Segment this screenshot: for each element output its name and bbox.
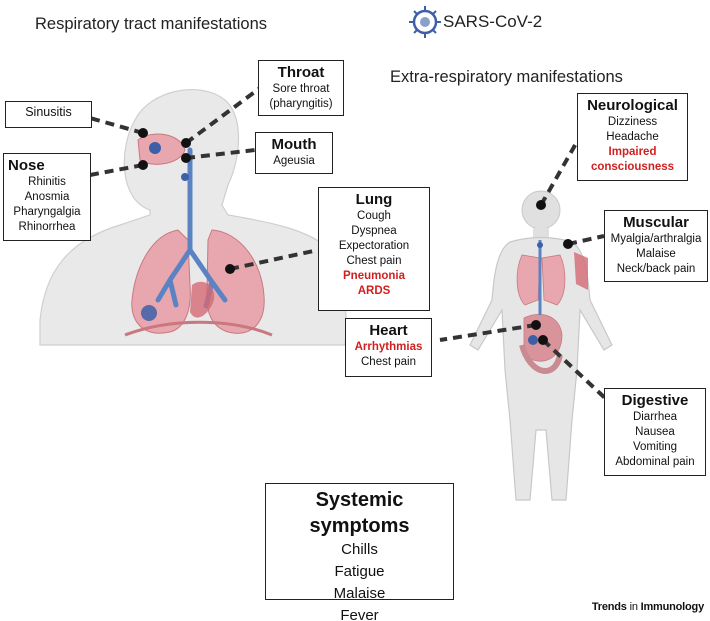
publisher-credit: Trends in Immunology xyxy=(592,601,704,613)
muscular-box: Muscular Myalgia/arthralgia Malaise Neck… xyxy=(604,210,708,282)
credit-part: Immunology xyxy=(640,601,705,613)
heart-box: Heart Arrhythmias Chest pain xyxy=(345,318,432,377)
list-item: Sore throat xyxy=(272,83,330,95)
list-item: Rhinitis xyxy=(28,176,66,188)
list-item: Neck/back pain xyxy=(616,263,696,275)
list-item: Abdominal pain xyxy=(615,456,695,468)
list-item: Cough xyxy=(357,210,391,222)
systemic-box: Systemic symptoms Chills Fatigue Malaise… xyxy=(265,483,454,621)
nose-box: Nose Rhinitis Anosmia Pharyngalgia Rhino… xyxy=(3,153,91,241)
digestive-box: Digestive Diarrhea Nausea Vomiting Abdom… xyxy=(604,388,706,476)
list-item: Anosmia xyxy=(24,191,70,203)
human-body-illustration xyxy=(469,190,613,501)
sinusitis-box: Sinusitis xyxy=(5,101,92,128)
list-item: Ageusia xyxy=(273,155,315,167)
box-title: Lung xyxy=(355,191,393,208)
connector-dots xyxy=(138,128,573,345)
box-title: Neurological xyxy=(587,97,678,114)
list-item-highlight: ARDS xyxy=(357,285,391,297)
list-item-highlight: consciousness xyxy=(590,161,675,173)
head-torso-illustration xyxy=(39,89,347,346)
virus-icon xyxy=(141,142,543,345)
credit-part: Trends xyxy=(591,601,627,613)
box-title: Systemic symptoms xyxy=(309,489,410,537)
list-item: Pharyngalgia xyxy=(13,206,81,218)
box-title: Muscular xyxy=(623,214,689,231)
virus-label: SARS-CoV-2 xyxy=(443,12,543,31)
list-item: Nausea xyxy=(635,426,675,438)
list-item: Headache xyxy=(606,131,659,143)
list-item: Chest pain xyxy=(346,255,402,267)
list-item: Vomiting xyxy=(632,441,678,453)
box-title: Heart xyxy=(369,322,408,339)
box-title: Digestive xyxy=(621,392,689,409)
neurological-box: Neurological Dizziness Headache Impaired… xyxy=(577,93,688,181)
list-item: Chest pain xyxy=(361,356,416,368)
list-item-highlight: Arrhythmias xyxy=(354,341,423,353)
list-item: Dyspnea xyxy=(351,225,397,237)
connector-lines xyxy=(89,86,607,400)
list-item-highlight: Pneumonia xyxy=(343,270,405,282)
list-item: Malaise xyxy=(636,248,676,260)
list-item: Expectoration xyxy=(338,240,410,252)
list-item: Dizziness xyxy=(607,116,658,128)
box-title: Throat xyxy=(277,64,325,81)
respiratory-heading: Respiratory tract manifestations xyxy=(35,15,268,33)
list-item: Fever xyxy=(340,607,379,621)
list-item: Malaise xyxy=(333,585,386,602)
list-item: Diarrhea xyxy=(632,411,678,423)
list-item: Myalgia/arthralgia xyxy=(610,233,702,245)
list-item: Rhinorrhea xyxy=(18,221,76,233)
box-title: Mouth xyxy=(271,136,317,153)
box-title: Sinusitis xyxy=(25,105,72,119)
credit-part: in xyxy=(626,601,641,613)
list-item: (pharyngitis) xyxy=(269,98,333,110)
lung-box: Lung Cough Dyspnea Expectoration Chest p… xyxy=(318,187,430,311)
throat-box: Throat Sore throat (pharyngitis) xyxy=(258,60,344,116)
list-item: Chills xyxy=(341,541,378,558)
list-item-highlight: Impaired xyxy=(608,146,657,158)
list-item: Fatigue xyxy=(334,563,385,580)
box-title: Nose xyxy=(8,157,45,174)
virus-icon xyxy=(409,6,441,38)
mouth-box: Mouth Ageusia xyxy=(255,132,333,174)
extra-respiratory-heading: Extra-respiratory manifestations xyxy=(390,68,623,86)
